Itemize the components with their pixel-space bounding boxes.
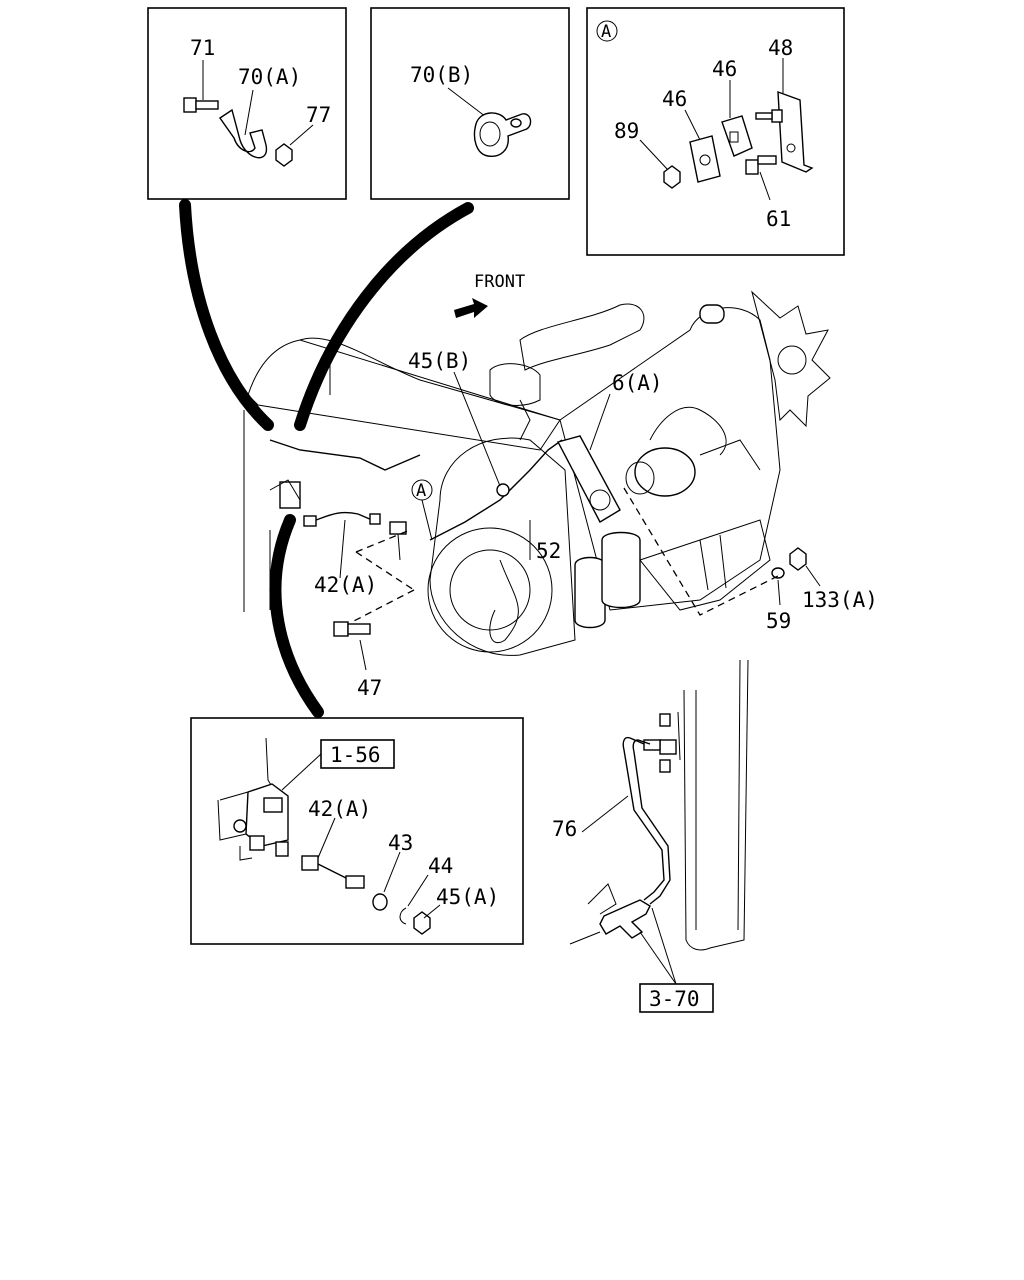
ref-3-70: 3-70 [649, 987, 700, 1011]
label-76: 76 [552, 817, 577, 841]
label-46-upper: 46 [712, 57, 737, 81]
label-45b: 45(B) [408, 349, 471, 373]
bracket-48-part [777, 90, 814, 173]
label-44: 44 [428, 854, 453, 878]
bolt-48-part [755, 109, 783, 123]
detail-callout-a: A [601, 22, 611, 42]
bolt-61-part [745, 155, 777, 175]
nut-89-part [663, 165, 681, 189]
leader-curve-bottom [269, 514, 324, 718]
nut-77-part [275, 143, 293, 167]
label-133a: 133(A) [802, 588, 878, 612]
label-6a: 6(A) [612, 371, 663, 395]
label-42a-main: 42(A) [314, 573, 377, 597]
label-61: 61 [766, 207, 791, 231]
ref-3-70-box [639, 983, 714, 1013]
label-43: 43 [388, 831, 413, 855]
bolt-71-part [183, 97, 219, 113]
label-77: 77 [306, 103, 331, 127]
detail-box-switch: 1-56 42(A) 43 44 45(A) [190, 717, 524, 945]
clamp-70b-part [473, 112, 532, 157]
leader-curve-left [179, 199, 274, 431]
label-59: 59 [766, 609, 791, 633]
label-52: 52 [536, 539, 561, 563]
label-42a-detail: 42(A) [308, 797, 371, 821]
label-70b: 70(B) [410, 63, 473, 87]
front-label: FRONT [474, 272, 525, 292]
block-46-upper-part [721, 115, 753, 157]
ref-1-56: 1-56 [330, 743, 381, 767]
detail-box-clamp-b: 70(B) [370, 7, 570, 200]
label-70a: 70(A) [238, 65, 301, 89]
label-47: 47 [357, 676, 382, 700]
detail-pipe-76: 3-70 76 [552, 659, 749, 1013]
engine-callout-a: A [416, 481, 426, 501]
label-89: 89 [614, 119, 639, 143]
engine-assembly: A 45(B) 6(A) 52 42(A) 47 59 133(A) [243, 290, 878, 700]
label-46-lower: 46 [662, 87, 687, 111]
label-48: 48 [768, 36, 793, 60]
detail-box-a: A 48 46 46 89 61 [586, 7, 845, 256]
label-45a: 45(A) [436, 885, 499, 909]
front-direction: FRONT [454, 272, 525, 318]
label-71: 71 [190, 36, 215, 60]
leader-curve-middle [294, 202, 474, 431]
front-arrow-icon [454, 298, 488, 318]
detail-box-clamp-a: 71 70(A) 77 [147, 7, 347, 200]
clamp-70a-part [219, 108, 268, 159]
block-46-lower-part [689, 135, 721, 183]
